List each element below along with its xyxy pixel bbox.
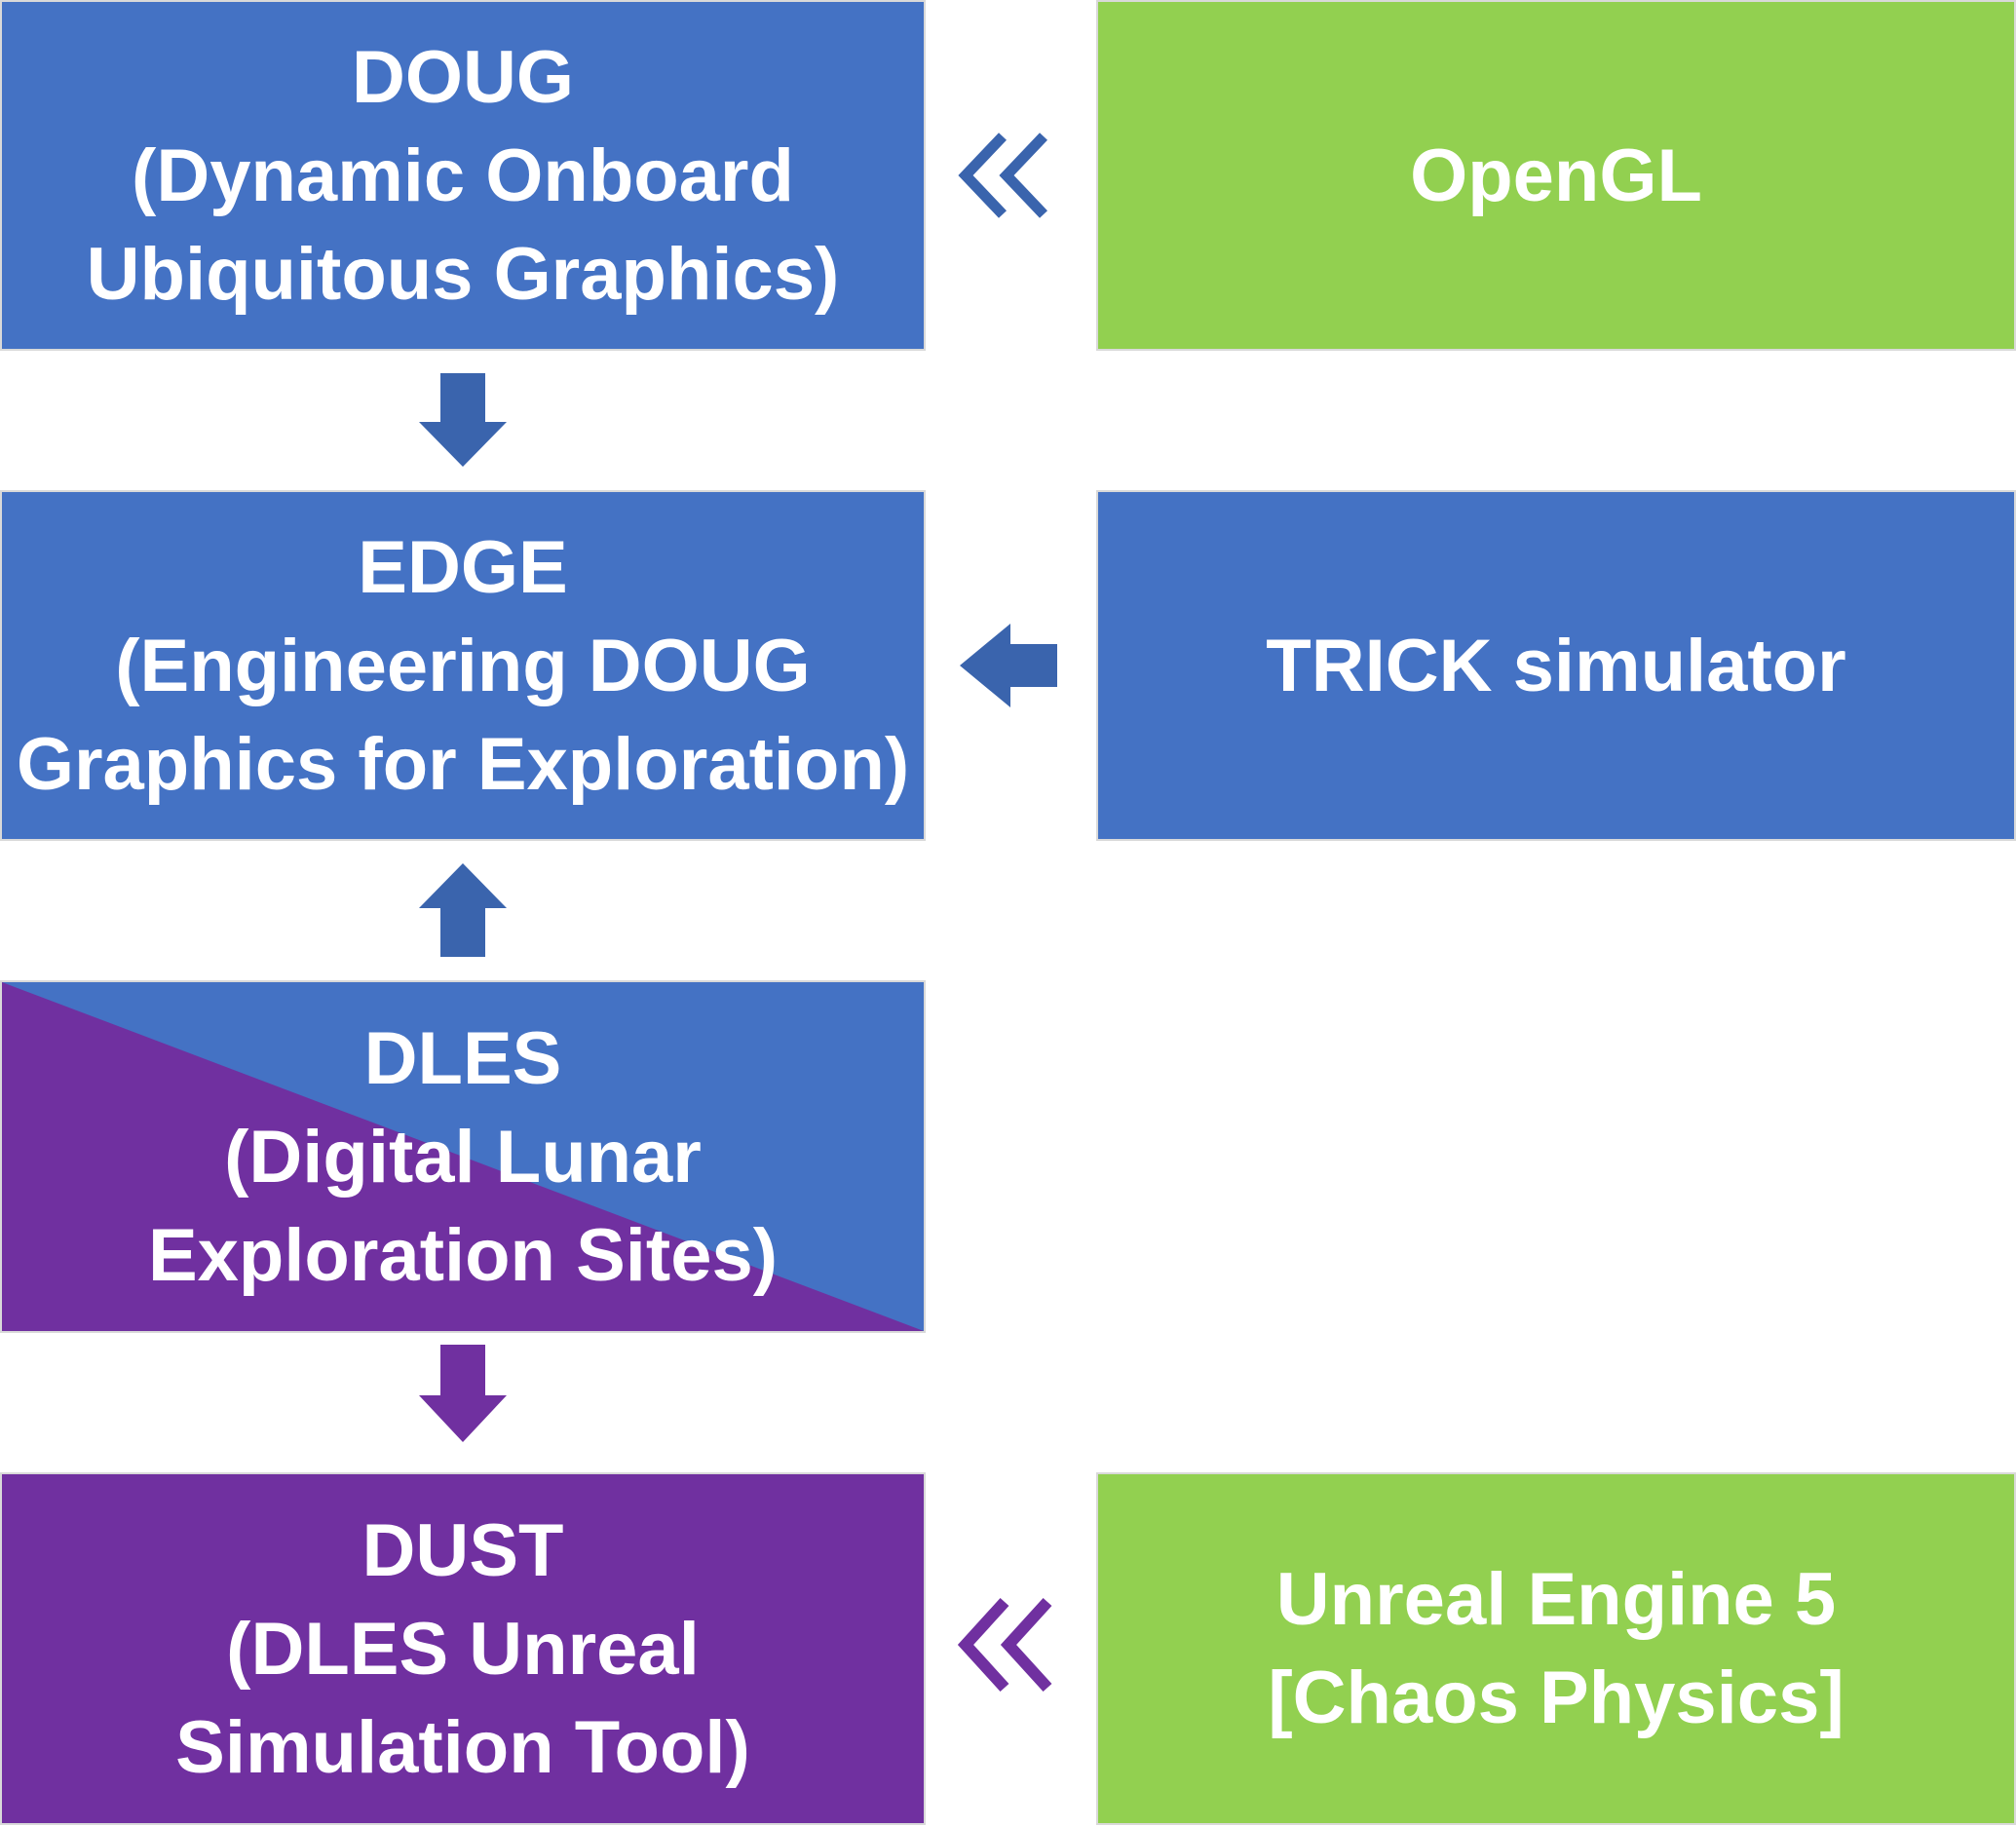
- dles-label: DLES (Digital Lunar Exploration Sites): [148, 1009, 778, 1305]
- trick-label: TRICK simulator: [1266, 617, 1845, 715]
- dles-split-background: [2, 982, 924, 1331]
- dles-title: DLES: [363, 1016, 562, 1100]
- doug-label: DOUG (Dynamic Onboard Ubiquitous Graphic…: [87, 28, 840, 324]
- edge-expansion-line-2: Graphics for Exploration): [16, 722, 910, 806]
- edge-label: EDGE (Engineering DOUG Graphics for Expl…: [17, 518, 909, 814]
- trick-title: TRICK simulator: [1266, 624, 1846, 707]
- dust-box: DUST (DLES Unreal Simulation Tool): [0, 1472, 926, 1825]
- opengl-to-doug-chevron: [958, 133, 1047, 218]
- opengl-box: OpenGL: [1096, 0, 2016, 351]
- left-arrow-icon: [960, 624, 1057, 707]
- edge-expansion-line-1: (Engineering DOUG: [115, 624, 811, 707]
- edge-box: EDGE (Engineering DOUG Graphics for Expl…: [0, 490, 926, 841]
- dles-box: DLES (Digital Lunar Exploration Sites): [0, 980, 926, 1333]
- unreal-engine-subtitle: [Chaos Physics]: [1268, 1656, 1845, 1739]
- unreal-engine-label: Unreal Engine 5 [Chaos Physics]: [1268, 1550, 1844, 1747]
- down-arrow-icon: [419, 1345, 507, 1442]
- doug-expansion-line-2: Ubiquitous Graphics): [86, 232, 840, 316]
- dles-expansion-line-2: Exploration Sites): [147, 1213, 779, 1297]
- opengl-title: OpenGL: [1410, 133, 1702, 217]
- dust-expansion-line-2: Simulation Tool): [175, 1705, 750, 1789]
- opengl-label: OpenGL: [1410, 127, 1702, 225]
- unreal-engine-title: Unreal Engine 5: [1275, 1558, 1837, 1641]
- double-chevron-left-icon: [957, 1597, 1052, 1693]
- doug-expansion-line-1: (Dynamic Onboard: [132, 133, 794, 217]
- edge-title: EDGE: [358, 525, 568, 609]
- dust-label: DUST (DLES Unreal Simulation Tool): [175, 1502, 750, 1797]
- trick-box: TRICK simulator: [1096, 490, 2016, 841]
- up-arrow-icon: [419, 863, 507, 957]
- dles-to-edge-arrow: [419, 863, 507, 957]
- double-chevron-left-icon: [958, 133, 1047, 218]
- doug-to-edge-arrow: [419, 373, 507, 467]
- doug-box: DOUG (Dynamic Onboard Ubiquitous Graphic…: [0, 0, 926, 351]
- dles-expansion-line-1: (Digital Lunar: [224, 1115, 702, 1199]
- dust-expansion-line-1: (DLES Unreal: [226, 1607, 700, 1691]
- doug-title: DOUG: [351, 35, 574, 119]
- dust-title: DUST: [361, 1508, 564, 1592]
- dles-to-dust-arrow: [419, 1345, 507, 1442]
- unreal-engine-box: Unreal Engine 5 [Chaos Physics]: [1096, 1472, 2016, 1825]
- trick-to-edge-arrow: [960, 624, 1057, 707]
- down-arrow-icon: [419, 373, 507, 467]
- dles-purple-half: [2, 982, 924, 1331]
- unreal-to-dust-chevron: [957, 1597, 1052, 1693]
